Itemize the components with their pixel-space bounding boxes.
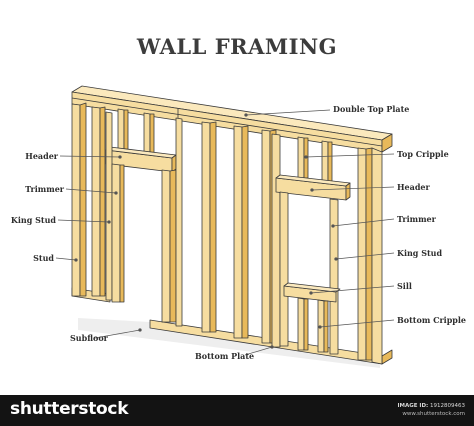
trimmer-right <box>279 191 289 347</box>
king-stud-door-right <box>175 117 183 327</box>
top-cripple <box>297 136 305 179</box>
label-king-stud-left: King Stud <box>10 215 56 225</box>
trimmer-door-right <box>161 169 171 323</box>
bottom-cripple <box>297 297 305 351</box>
floor-shadow <box>78 318 380 368</box>
stud-mid-2 <box>233 125 243 339</box>
shutterstock-logo: shutterstock <box>10 399 129 419</box>
stud-mid-3 <box>261 129 271 344</box>
trimmer-left <box>111 163 121 303</box>
label-trimmer-left: Trimmer <box>25 184 64 194</box>
image-id-block: IMAGE ID: 1912809463 www.shutterstock.co… <box>397 402 465 418</box>
diagram-title: WALL FRAMING <box>136 34 338 59</box>
image-id-value: 1912809463 <box>430 403 465 409</box>
label-subfloor: Subfloor <box>70 333 108 343</box>
label-bottom-cripple: Bottom Cripple <box>397 315 467 325</box>
end-stud-right <box>357 147 367 361</box>
site-url: www.shutterstock.com <box>402 411 465 417</box>
image-id-label: IMAGE ID: <box>397 403 429 409</box>
label-bottom-plate: Bottom Plate <box>195 351 255 361</box>
king-stud-right <box>271 133 281 348</box>
stock-footer-bar: shutterstock IMAGE ID: 1912809463 www.sh… <box>0 395 474 426</box>
label-double-top-plate: Double Top Plate <box>333 104 410 114</box>
label-header-right: Header <box>397 182 430 192</box>
label-stud: Stud <box>33 253 54 263</box>
label-top-cripple: Top Cripple <box>397 149 449 159</box>
stud-mid-1 <box>201 121 211 333</box>
king-stud-left <box>105 111 113 301</box>
label-header-left: Header <box>25 151 58 161</box>
stud <box>91 106 101 297</box>
end-stud-left <box>71 103 81 297</box>
label-sill: Sill <box>397 281 412 291</box>
label-king-stud-right: King Stud <box>397 248 443 258</box>
label-trimmer-right: Trimmer <box>397 214 436 224</box>
